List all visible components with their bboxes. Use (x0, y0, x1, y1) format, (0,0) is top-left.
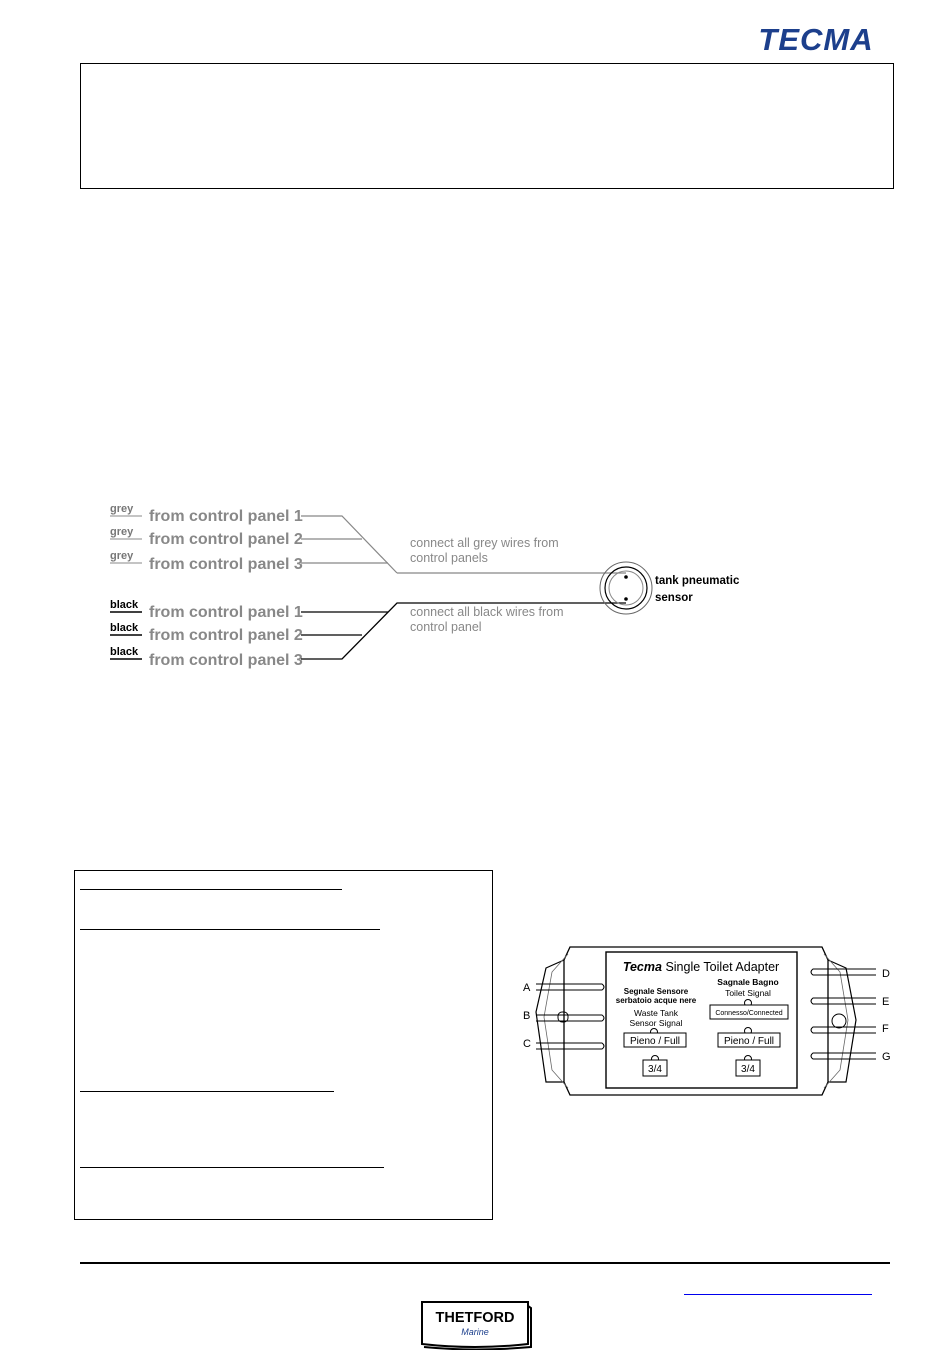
black-row-3: black from control panel 3 (110, 646, 303, 669)
heading-rule-3 (80, 1091, 334, 1092)
heading-rule-2 (80, 929, 380, 930)
black-wires (301, 602, 626, 660)
header-box (80, 63, 894, 189)
black-source-3: from control panel 3 (149, 652, 303, 669)
thetford-marine-logo: THETFORD Marine (421, 1301, 532, 1350)
marine-text: Marine (461, 1327, 489, 1337)
left-three-quarter: 3/4 (648, 1064, 662, 1075)
adapter-title: Tecma Single Toilet Adapter (623, 960, 779, 974)
heading-rule-1 (80, 889, 342, 890)
terminal-g: G (882, 1051, 891, 1063)
left-heading-1: Segnale Sensore (624, 987, 689, 996)
adapter-title-rest: Single Toilet Adapter (662, 960, 779, 974)
black-label: black (110, 646, 139, 658)
black-row-1: black from control panel 1 (110, 599, 303, 621)
terminal-a: A (523, 982, 531, 994)
sensor-label-line-1: tank pneumatic (655, 575, 740, 587)
left-heading-2: serbatoio acque nere (616, 996, 697, 1005)
grey-label: grey (110, 526, 134, 538)
toilet-adapter-drawing: A B C D E F G Tecma Single Toilet Adapte… (523, 946, 891, 1096)
terminal-f: F (882, 1023, 889, 1035)
right-heading: Sagnale Bagno (717, 977, 778, 987)
black-note-line-2: control panel (410, 620, 482, 634)
grey-source-3: from control panel 3 (149, 556, 303, 573)
grey-label: grey (110, 503, 134, 515)
grey-row-3: grey from control panel 3 (110, 550, 303, 573)
footer-link-underline[interactable] (684, 1294, 872, 1295)
heading-rule-4 (80, 1167, 384, 1168)
grey-note-line-2: control panels (410, 551, 488, 565)
tecma-logo: TECMA (758, 22, 873, 54)
wiring-diagram: grey from control panel 1 grey from cont… (110, 503, 740, 669)
left-sub-1: Waste Tank (634, 1008, 679, 1018)
black-source-1: from control panel 1 (149, 604, 303, 621)
grey-wires (301, 515, 626, 574)
connected-label: Connesso/Connected (715, 1010, 782, 1017)
grey-row-1: grey from control panel 1 (110, 503, 303, 525)
grey-source-1: from control panel 1 (149, 508, 303, 525)
tecma-logo-text: TECMA (758, 22, 873, 54)
right-full-label: Pieno / Full (724, 1036, 774, 1047)
grey-source-2: from control panel 2 (149, 531, 303, 548)
terminal-d: D (882, 968, 890, 980)
tank-sensor (599, 561, 653, 615)
right-terminals (810, 968, 876, 1060)
terminal-c: C (523, 1038, 531, 1050)
grey-note-line-1: connect all grey wires from (410, 536, 559, 550)
terminal-e: E (882, 996, 889, 1008)
grey-label: grey (110, 550, 134, 562)
left-full-label: Pieno / Full (630, 1036, 680, 1047)
info-box (74, 870, 493, 1220)
thetford-text: THETFORD (436, 1310, 515, 1326)
right-three-quarter: 3/4 (741, 1064, 755, 1075)
right-sub: Toilet Signal (725, 988, 771, 998)
footer-rule (80, 1262, 890, 1264)
sensor-label-line-2: sensor (655, 592, 693, 604)
terminal-b: B (523, 1010, 530, 1022)
black-label: black (110, 622, 139, 634)
black-note-line-1: connect all black wires from (410, 605, 564, 619)
left-sub-2: Sensor Signal (630, 1018, 683, 1028)
black-source-2: from control panel 2 (149, 627, 303, 644)
adapter-title-brand: Tecma (623, 960, 662, 974)
black-row-2: black from control panel 2 (110, 622, 303, 644)
left-terminals (536, 983, 605, 1050)
black-label: black (110, 599, 139, 611)
grey-row-2: grey from control panel 2 (110, 526, 303, 548)
